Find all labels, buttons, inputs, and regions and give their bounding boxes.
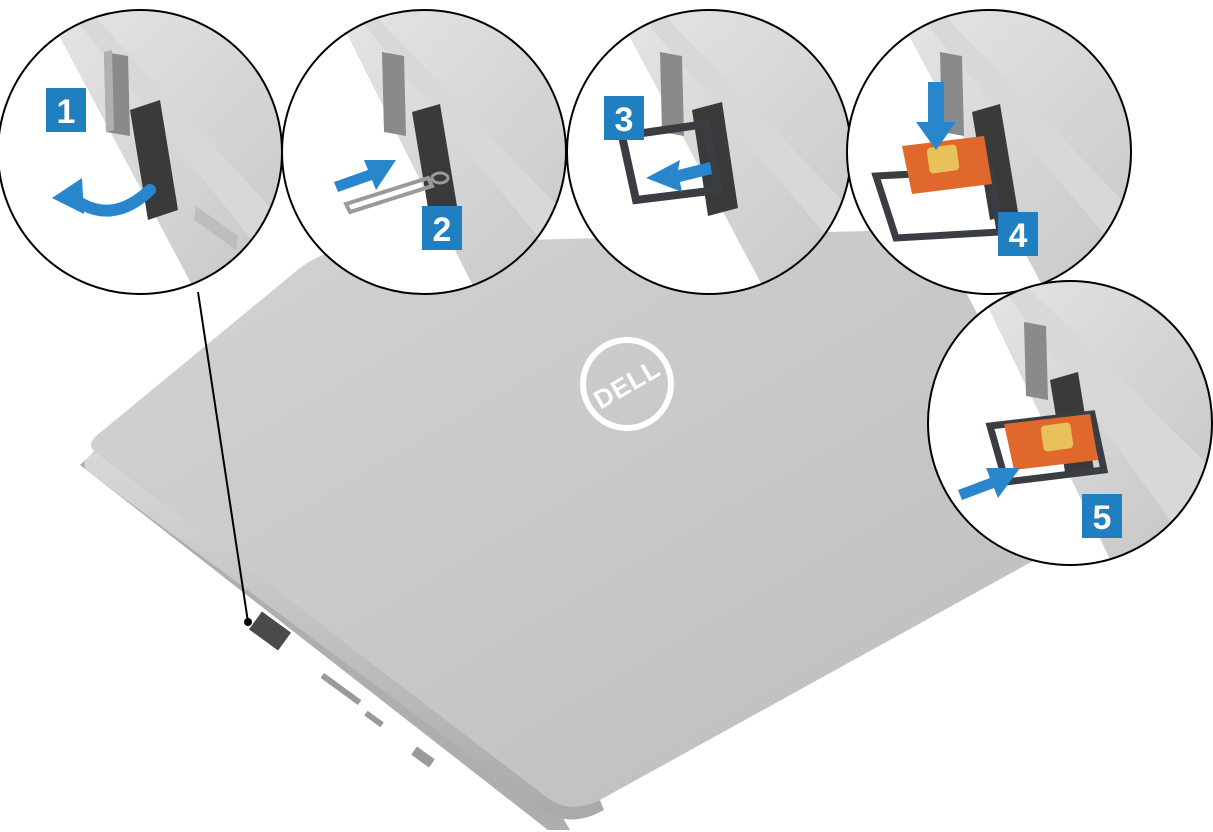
side-port-c bbox=[411, 746, 435, 767]
step-1-badge: 1 bbox=[46, 88, 86, 132]
step-2-badge: 2 bbox=[422, 206, 462, 250]
step-4-badge: 4 bbox=[998, 212, 1038, 256]
step-4-number: 4 bbox=[1009, 217, 1028, 255]
sim-chip bbox=[926, 144, 959, 174]
sim-chip-inserted bbox=[1040, 422, 1073, 452]
step-4-callout: 4 bbox=[847, 0, 1180, 300]
step-5-number: 5 bbox=[1093, 499, 1112, 537]
laptop-lid bbox=[91, 230, 1078, 807]
step-1-callout: 1 bbox=[0, 0, 330, 300]
step-3-badge: 3 bbox=[604, 96, 644, 140]
step-5-badge: 5 bbox=[1082, 494, 1122, 538]
laptop: DELL bbox=[80, 230, 1078, 830]
step-2-number: 2 bbox=[433, 211, 452, 249]
step-3-number: 3 bbox=[615, 101, 634, 139]
step-1-number: 1 bbox=[57, 93, 76, 131]
side-port-b bbox=[364, 711, 384, 728]
